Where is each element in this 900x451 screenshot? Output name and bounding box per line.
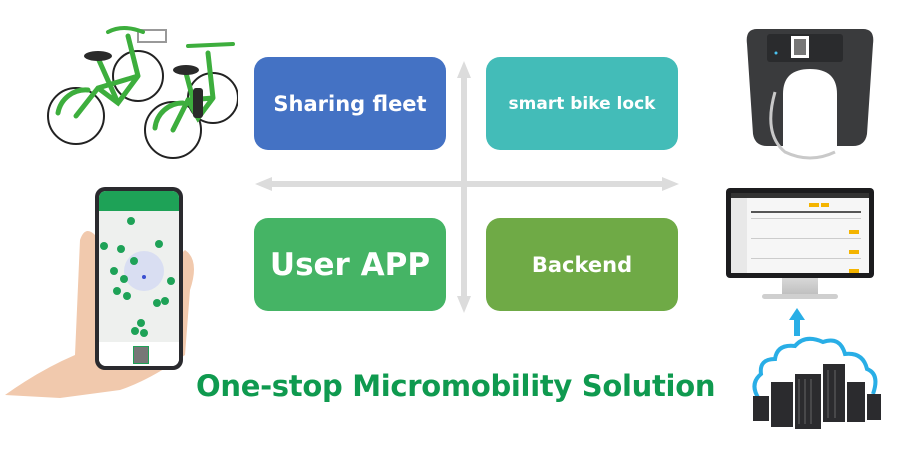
sharing-fleet-box: Sharing fleet: [254, 57, 446, 150]
smart-bike-lock-box: smart bike lock: [486, 57, 678, 150]
monitor-stand: [782, 278, 818, 296]
user-app-label: User APP: [269, 246, 431, 283]
map-view: [100, 217, 175, 337]
app-header-bar: [99, 191, 179, 211]
phone-icon: [95, 187, 183, 370]
qr-scan-icon: [133, 346, 149, 364]
tagline-heading: One-stop Micromobility Solution: [196, 369, 716, 403]
user-app-phone-illustration: [0, 180, 210, 400]
monitor-icon: [726, 188, 874, 278]
phone-screen: [99, 191, 179, 366]
bicycles-icon: [47, 26, 238, 159]
backend-box: Backend: [486, 218, 678, 311]
smart-bike-lock-label: smart bike lock: [508, 93, 656, 114]
monitor-base: [762, 294, 838, 299]
sharing-fleet-label: Sharing fleet: [273, 91, 427, 116]
app-bottom-bar: [99, 342, 179, 366]
smart-lock-icon: [746, 29, 874, 160]
cloud-servers-icon: [752, 308, 881, 429]
user-app-box: User APP: [254, 218, 446, 311]
backend-label: Backend: [531, 252, 633, 277]
backend-monitor-illustration: [722, 188, 878, 308]
dashboard-screen: [731, 193, 869, 273]
